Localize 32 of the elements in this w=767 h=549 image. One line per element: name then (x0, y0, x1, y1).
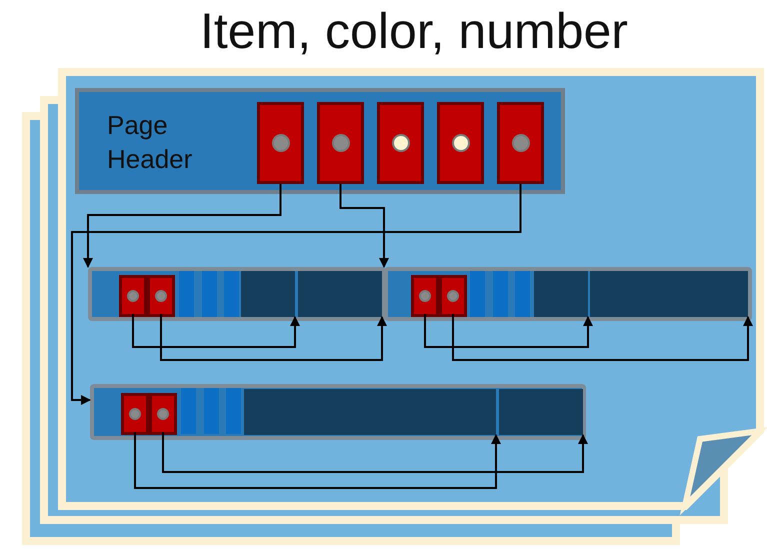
arrow (160, 314, 387, 361)
slot-box (377, 102, 424, 184)
arrow (424, 314, 593, 348)
arrow (340, 184, 389, 268)
pointer-cell (119, 275, 147, 317)
pointer-cell (439, 275, 467, 317)
slot-box (437, 102, 484, 184)
pointer-cell (411, 275, 439, 317)
slot-box (317, 102, 364, 184)
data-field (298, 271, 382, 317)
slot-box (497, 102, 544, 184)
arrow (452, 314, 753, 361)
record-bar (88, 267, 386, 321)
arrow (132, 314, 300, 348)
arrow (134, 432, 501, 489)
node-label: Page Header (107, 109, 194, 176)
arrow (71, 184, 522, 405)
data-field (244, 389, 496, 435)
slot-box (257, 102, 304, 184)
data-field (241, 271, 295, 317)
data-field (590, 271, 748, 317)
data-field (534, 271, 588, 317)
record-bar (384, 267, 752, 321)
arrow (83, 184, 282, 268)
pointer-cell (121, 393, 149, 435)
pointer-cell (149, 393, 177, 435)
record-bar (90, 384, 586, 440)
data-field (499, 389, 583, 435)
arrow (162, 432, 588, 473)
pointer-cell (147, 275, 175, 317)
page-header-box (75, 88, 565, 194)
title: Item, color, number (200, 2, 628, 60)
